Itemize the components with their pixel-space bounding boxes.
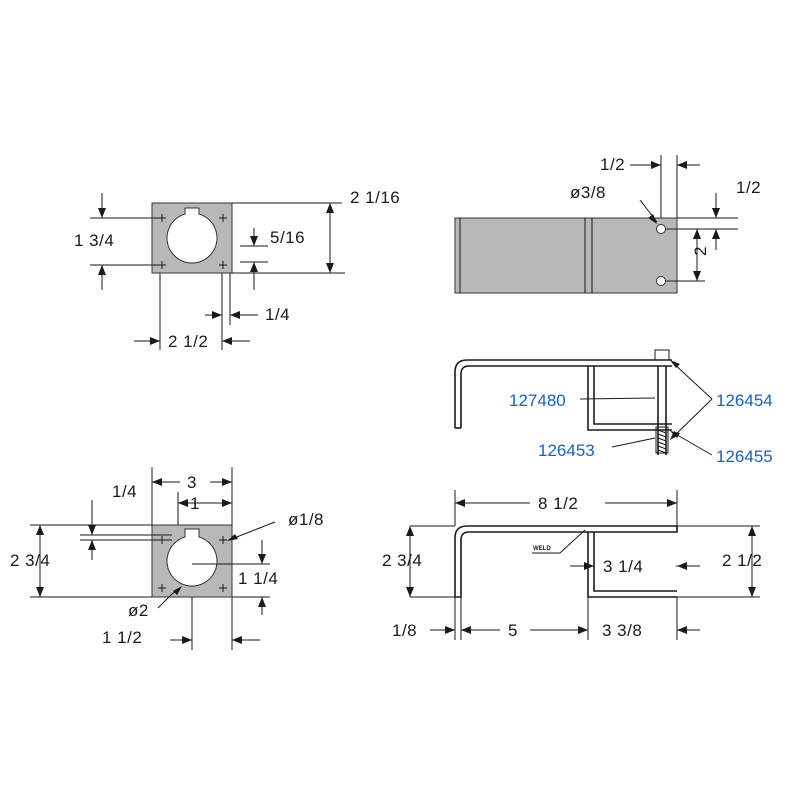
- callout-127480: 127480: [509, 391, 566, 410]
- bracket-profile: [454, 525, 678, 598]
- dim-overall-length: 8 1/2: [538, 494, 578, 513]
- bolt-thread: [657, 429, 667, 454]
- view-middle-right: 127480 126454 126453 126455: [454, 349, 773, 466]
- dim-height: 2 3/4: [10, 551, 50, 570]
- side-plate: [454, 217, 678, 294]
- dim-top-offset: 1/2: [600, 155, 625, 174]
- dim-edge-to-hole: 5/16: [270, 228, 305, 247]
- bolt-shank: [657, 366, 667, 455]
- dim-hole-spacing: 2: [691, 246, 710, 256]
- callout-126455: 126455: [716, 447, 773, 466]
- dim-overall-height: 2 1/16: [350, 188, 400, 207]
- keyhole-opening: [166, 528, 218, 587]
- mount-hole-lower: [656, 276, 666, 286]
- view-bottom-right: 8 1/2 WELD 2 3/4 3 1/4 2 1/2 1/8 5 3 3/8: [382, 490, 762, 640]
- dim-quarter: 1/4: [112, 482, 137, 501]
- weld-label: WELD: [533, 546, 551, 552]
- dim-one: 1: [190, 494, 200, 513]
- keyhole-opening: [166, 207, 218, 264]
- callout-126454: 126454: [716, 391, 773, 410]
- dim-width: 3: [187, 473, 197, 492]
- dim-height-between-marks: 1 3/4: [74, 231, 114, 250]
- dim-hole-diameter: ø3/8: [570, 183, 606, 202]
- callout-126453: 126453: [538, 441, 595, 460]
- dim-small-hole: ø1/8: [288, 510, 324, 529]
- bracket-profile: [454, 359, 672, 428]
- bolt-head: [654, 349, 670, 361]
- view-bottom-left: 3 1/4 1 ø1/8 2 3/4 1 1/4 ø2 1 1/2: [10, 467, 324, 650]
- dim-right-height: 2 1/2: [722, 551, 762, 570]
- dim-hole-horizontal: 1 1/2: [102, 628, 142, 647]
- view-top-right: 1/2 ø3/8 1/2 2: [454, 155, 761, 294]
- view-top-left: 1 3/4 2 1/16 5/16 1/4 2 1/2: [74, 188, 400, 351]
- spring-nut: [655, 426, 669, 454]
- dim-hole-vertical: 1 1/4: [238, 569, 278, 588]
- dim-overall-width: 2 1/2: [168, 332, 208, 351]
- mount-hole-upper: [656, 224, 666, 234]
- dim-left-height: 2 3/4: [382, 551, 422, 570]
- dim-small-width: 1/4: [265, 305, 290, 324]
- dim-five: 5: [508, 621, 518, 640]
- dim-right-offset: 1/2: [736, 178, 761, 197]
- dim-inner-height: 3 1/4: [603, 557, 643, 576]
- dim-thickness: 1/8: [392, 621, 417, 640]
- dim-big-hole: ø2: [128, 601, 149, 620]
- dim-tail: 3 3/8: [602, 621, 642, 640]
